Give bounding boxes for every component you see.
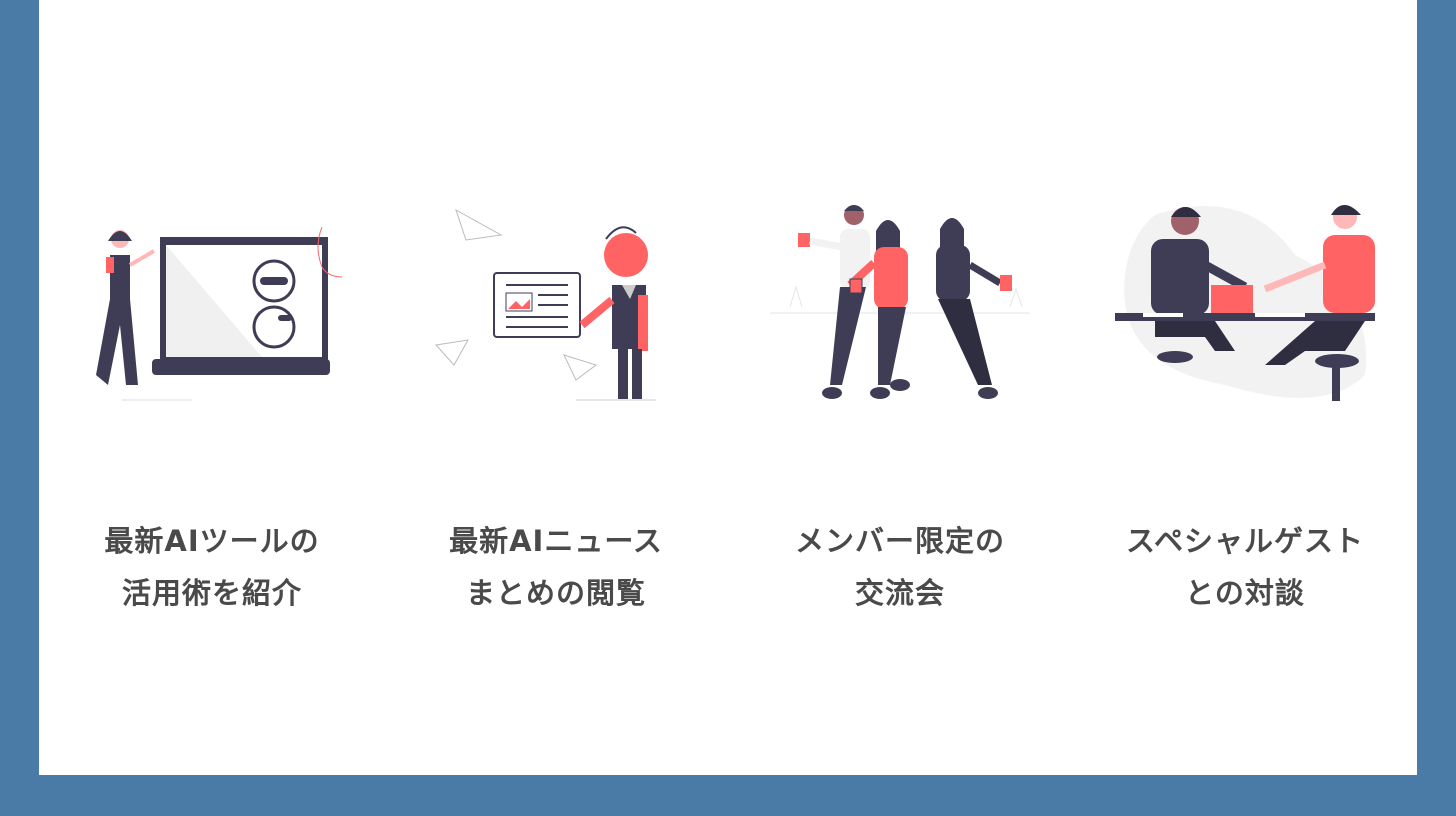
feature-caption: 最新AIニュース まとめの閲覧 — [406, 515, 706, 619]
guest-talk-illustration — [1115, 205, 1375, 401]
feature-card-ai-news: 最新AIニュース まとめの閲覧 — [406, 195, 706, 615]
feature-caption: 最新AIツールの 活用術を紹介 — [62, 515, 362, 619]
features-panel — [39, 0, 1417, 775]
caption-line-2: 活用術を紹介 — [121, 576, 302, 610]
feature-card-ai-tools: 最新AIツールの 活用術を紹介 — [62, 195, 362, 615]
feature-card-special-guest: スペシャルゲスト との対談 — [1095, 195, 1395, 615]
people-networking-illustration — [770, 205, 1030, 399]
caption-line-2: まとめの閲覧 — [465, 576, 646, 610]
caption-line-1: 最新AIツールの — [104, 524, 320, 558]
feature-card-networking: メンバー限定の 交流会 — [750, 195, 1050, 615]
caption-line-1: スペシャルゲスト — [1126, 524, 1364, 558]
caption-line-1: メンバー限定の — [794, 524, 1005, 558]
presentation-robot-illustration — [96, 226, 342, 401]
caption-line-1: 最新AIニュース — [449, 524, 663, 558]
news-board-illustration — [435, 208, 656, 401]
caption-line-2: 交流会 — [854, 576, 945, 610]
feature-caption: スペシャルゲスト との対談 — [1095, 515, 1395, 619]
caption-line-2: との対談 — [1185, 576, 1305, 610]
feature-caption: メンバー限定の 交流会 — [750, 515, 1050, 619]
